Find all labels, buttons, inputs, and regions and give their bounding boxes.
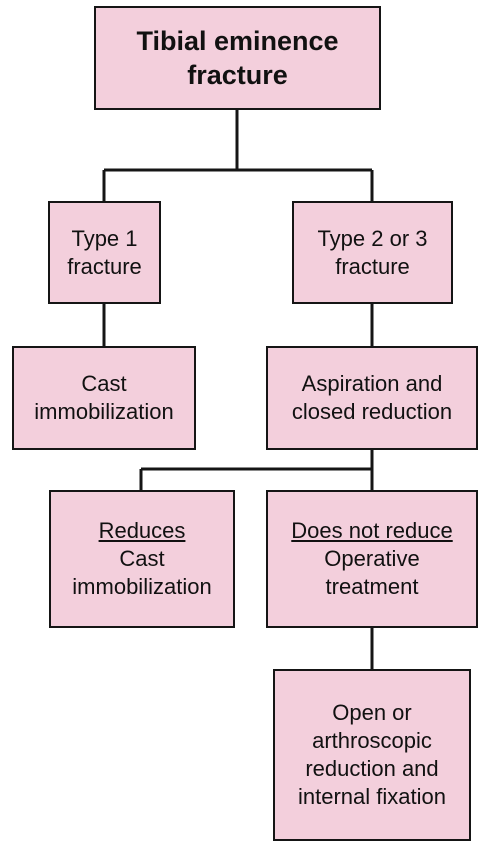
open-line-3: reduction and bbox=[305, 756, 439, 781]
root-line-2: fracture bbox=[187, 60, 288, 90]
cast-line-2: immobilization bbox=[34, 399, 174, 424]
root-line-1: Tibial eminence bbox=[136, 26, 339, 56]
reduces-line-1: Cast bbox=[119, 546, 165, 571]
open-line-2: arthroscopic bbox=[312, 728, 432, 753]
box-aspiration-closed-reduction: Aspiration and closed reduction bbox=[266, 346, 478, 450]
box-reduces: Reduces Cast immobilization bbox=[49, 490, 235, 628]
not-reduce-line-1: Operative bbox=[324, 546, 420, 571]
not-reduce-line-2: treatment bbox=[325, 574, 419, 599]
open-line-1: Open or bbox=[332, 700, 412, 725]
not-reduce-heading: Does not reduce bbox=[291, 518, 453, 543]
reduces-heading: Reduces bbox=[98, 518, 186, 543]
box-type-2-or-3-fracture: Type 2 or 3 fracture bbox=[292, 201, 453, 304]
box-does-not-reduce: Does not reduce Operative treatment bbox=[266, 490, 478, 628]
type23-line-1: Type 2 or 3 bbox=[317, 225, 428, 251]
cast-line-1: Cast bbox=[81, 371, 127, 396]
box-open-arthroscopic-reduction: Open or arthroscopic reduction and inter… bbox=[273, 669, 471, 841]
type1-line-1: Type 1 bbox=[71, 225, 138, 251]
box-type-1-fracture: Type 1 fracture bbox=[48, 201, 161, 304]
type1-line-2: fracture bbox=[67, 253, 142, 279]
reduces-line-2: immobilization bbox=[72, 574, 212, 599]
box-cast-immobilization: Cast immobilization bbox=[12, 346, 196, 450]
box-tibial-eminence-fracture: Tibial eminence fracture bbox=[94, 6, 381, 110]
aspiration-line-1: Aspiration and bbox=[301, 371, 443, 396]
aspiration-line-2: closed reduction bbox=[291, 399, 453, 424]
type23-line-2: fracture bbox=[335, 253, 410, 279]
open-line-4: internal fixation bbox=[298, 784, 446, 809]
